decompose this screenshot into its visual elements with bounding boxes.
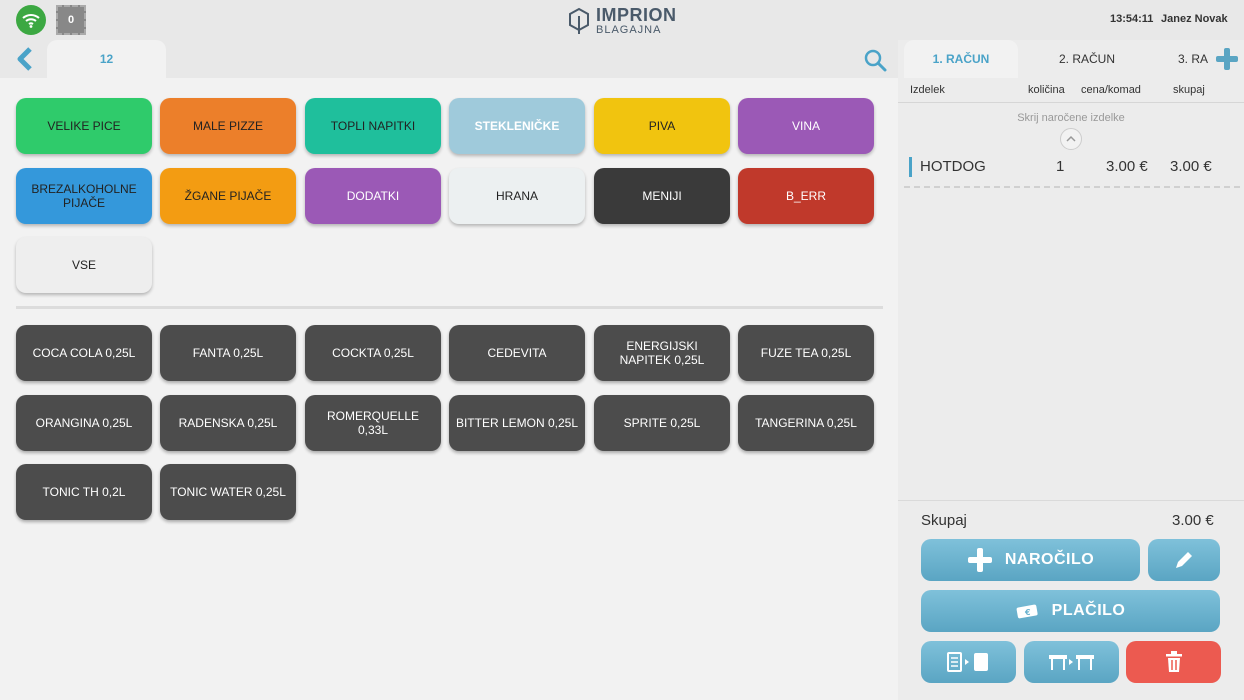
category-button[interactable]: MALE PIZZE	[160, 98, 296, 154]
user-name[interactable]: Janez Novak	[1161, 13, 1228, 25]
category-button[interactable]: VELIKE PICE	[16, 98, 152, 154]
search-button[interactable]	[863, 48, 887, 72]
category-button[interactable]: STEKLENIČKE	[449, 98, 585, 154]
category-button[interactable]: PIVA	[594, 98, 730, 154]
product-button[interactable]: FANTA 0,25L	[160, 325, 296, 381]
plus-icon	[1216, 48, 1238, 70]
clock: 13:54:11	[1110, 13, 1154, 25]
back-button[interactable]	[14, 46, 36, 72]
product-button[interactable]: COCKTA 0,25L	[305, 325, 441, 381]
category-button[interactable]: VINA	[738, 98, 874, 154]
chevron-up-icon	[1066, 135, 1076, 142]
app-logo: IMPRION BLAGAJNA	[568, 5, 677, 37]
category-button[interactable]: B_ERR	[738, 167, 874, 224]
row-qty: 1	[1056, 158, 1065, 175]
pending-counter-badge[interactable]: 0	[56, 5, 86, 35]
product-button[interactable]: COCA COLA 0,25L	[16, 325, 152, 381]
product-button[interactable]: TONIC WATER 0,25L	[160, 464, 296, 520]
category-button[interactable]: MENIJI	[594, 167, 730, 224]
section-divider	[16, 306, 883, 309]
column-header-item: Izdelek	[910, 84, 945, 96]
move-table-button[interactable]	[1024, 641, 1119, 683]
product-button[interactable]: RADENSKA 0,25L	[160, 394, 296, 451]
product-button[interactable]: ORANGINA 0,25L	[16, 394, 152, 451]
column-header-total: skupaj	[1173, 84, 1205, 96]
table-tab[interactable]: 12	[47, 40, 166, 78]
tab-bill-3[interactable]: 3. RA	[1178, 52, 1209, 66]
money-icon: €	[1016, 604, 1038, 619]
row-divider	[904, 186, 1240, 188]
product-button[interactable]: BITTER LEMON 0,25L	[449, 394, 585, 451]
product-button[interactable]: TONIC TH 0,2L	[16, 464, 152, 520]
back-arrow-icon	[17, 47, 32, 71]
product-button[interactable]: ROMERQUELLE 0,33L	[305, 394, 441, 451]
product-button[interactable]: CEDEVITA	[449, 325, 585, 381]
plus-icon	[967, 548, 992, 572]
hide-ordered-toggle[interactable]: Skrij naročene izdelke	[1017, 112, 1125, 124]
column-header-qty: količina	[1028, 84, 1065, 96]
category-button[interactable]: ŽGANE PIJAČE	[160, 167, 296, 224]
tab-bill-2[interactable]: 2. RAČUN	[1058, 52, 1115, 66]
product-button[interactable]: FUZE TEA 0,25L	[738, 325, 874, 381]
payment-button-label: PLAČILO	[1051, 602, 1126, 619]
category-button[interactable]: BREZALKOHOLNE PIJAČE	[16, 167, 152, 224]
split-bill-button[interactable]	[921, 641, 1016, 683]
row-total: 3.00 €	[1170, 158, 1212, 175]
delete-button[interactable]	[1126, 641, 1221, 683]
product-button[interactable]: ENERGIJSKI NAPITEK 0,25L	[594, 325, 730, 381]
split-bill-icon	[946, 652, 988, 672]
add-bill-button[interactable]	[1214, 46, 1240, 72]
tab-bill-1[interactable]: 1. RAČUN	[904, 40, 1018, 78]
row-item: HOTDOG	[920, 158, 986, 175]
category-button[interactable]: VSE	[16, 237, 152, 293]
payment-button[interactable]: € PLAČILO	[921, 590, 1220, 632]
row-marker	[909, 157, 912, 177]
logo-icon	[569, 7, 589, 34]
order-button-label: NAROČILO	[1004, 551, 1095, 568]
sum-label: Skupaj	[921, 512, 967, 529]
column-header-price: cena/komad	[1081, 84, 1141, 96]
trash-icon	[1165, 651, 1182, 672]
order-button[interactable]: NAROČILO	[921, 539, 1140, 581]
header-divider	[898, 102, 1244, 103]
collapse-button[interactable]	[1060, 128, 1082, 150]
product-button[interactable]: TANGERINA 0,25L	[738, 394, 874, 451]
category-button[interactable]: DODATKI	[305, 167, 441, 224]
sum-value: 3.00 €	[1172, 512, 1214, 529]
search-icon	[864, 49, 887, 72]
product-button[interactable]: SPRITE 0,25L	[594, 394, 730, 451]
logo-subtitle: BLAGAJNA	[596, 24, 662, 36]
logo-title: IMPRION	[596, 5, 677, 25]
wifi-icon	[16, 5, 46, 35]
edit-button[interactable]	[1148, 539, 1220, 581]
category-button[interactable]: HRANA	[449, 167, 585, 224]
move-table-icon	[1048, 655, 1094, 670]
svg-text:€: €	[1024, 608, 1031, 617]
row-price: 3.00 €	[1106, 158, 1148, 175]
pencil-icon	[1176, 552, 1192, 568]
category-button[interactable]: TOPLI NAPITKI	[305, 98, 441, 154]
